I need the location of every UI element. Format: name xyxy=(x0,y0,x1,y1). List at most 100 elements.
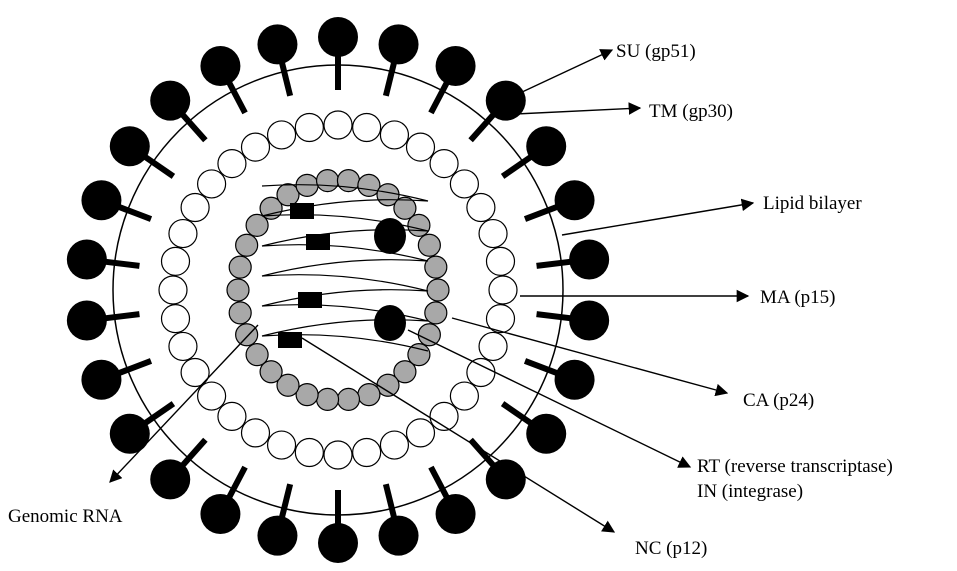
capsid-subunit-20 xyxy=(259,196,283,220)
spike-18 xyxy=(109,401,176,454)
spike-8 xyxy=(536,300,610,341)
matrix-subunit-25 xyxy=(240,132,271,162)
spike-17 xyxy=(150,437,208,500)
matrix-subunit-2 xyxy=(485,304,516,334)
matrix-subunit-27 xyxy=(294,112,324,143)
matrix-subunit-11 xyxy=(294,437,324,468)
matrix-subunit-26 xyxy=(266,120,297,150)
capsid-subunit-5 xyxy=(393,360,417,384)
spike-16 xyxy=(200,465,248,535)
spike-7 xyxy=(536,239,610,280)
matrix-subunit-29 xyxy=(352,112,382,143)
enzyme-square-1 xyxy=(290,203,314,219)
spike-13 xyxy=(378,483,419,556)
label-tm: TM (gp30) xyxy=(649,101,733,122)
spike-4 xyxy=(468,80,526,143)
matrix-subunit-34 xyxy=(466,192,496,223)
capsid-subunit-29 xyxy=(417,233,441,257)
spike-1 xyxy=(318,17,358,90)
label-su: SU (gp51) xyxy=(616,41,696,62)
spike-25 xyxy=(200,45,248,115)
capsid-subunit-21 xyxy=(276,183,300,207)
matrix-subunit-12 xyxy=(266,430,297,460)
matrix-subunit-32 xyxy=(429,149,459,179)
capsid-subunit-1 xyxy=(426,278,450,302)
matrix-subunit-10 xyxy=(323,440,353,470)
label-nc: NC (p12) xyxy=(635,538,708,559)
spike-15 xyxy=(257,483,298,556)
capsid-subunit-11 xyxy=(276,373,300,397)
enzyme-square-4 xyxy=(278,332,302,348)
capsid-subunit-28 xyxy=(407,213,431,237)
capsid-subunit-14 xyxy=(235,323,259,347)
label-genomic-rna: Genomic RNA xyxy=(8,506,123,527)
spike-2 xyxy=(378,24,419,97)
matrix-subunit-19 xyxy=(158,275,188,305)
capsid-subunit-15 xyxy=(228,301,252,325)
spike-23 xyxy=(109,126,176,179)
matrix-subunit-28 xyxy=(323,110,353,140)
capsid-subunit-7 xyxy=(357,383,381,407)
spike-3 xyxy=(428,45,476,115)
matrix-subunit-15 xyxy=(197,381,227,411)
matrix-subunit-4 xyxy=(466,357,496,388)
label-ma: MA (p15) xyxy=(760,287,836,308)
matrix-subunit-16 xyxy=(180,357,210,388)
spike-14 xyxy=(318,490,358,563)
arrow-su xyxy=(519,49,614,94)
matrix-subunit-9 xyxy=(352,437,382,468)
matrix-subunit-33 xyxy=(449,169,479,199)
genomic-rna-strand xyxy=(261,184,429,352)
matrix-subunit-21 xyxy=(168,218,198,249)
matrix-subunit-1 xyxy=(488,275,518,305)
matrix-subunit-13 xyxy=(240,418,271,448)
label-arrows xyxy=(109,49,755,533)
label-lipid-bilayer: Lipid bilayer xyxy=(763,193,862,214)
matrix-protein-ring xyxy=(158,110,518,470)
arrow-ca xyxy=(451,317,729,397)
spike-9 xyxy=(523,358,595,400)
matrix-subunit-7 xyxy=(405,418,436,448)
enzyme-square-3 xyxy=(298,292,322,308)
capsid-subunit-13 xyxy=(245,343,269,367)
arrow-nc xyxy=(301,337,616,533)
enzyme-square-2 xyxy=(306,234,330,250)
matrix-subunit-14 xyxy=(217,401,247,431)
capsid-subunit-3 xyxy=(417,323,441,347)
matrix-subunit-6 xyxy=(429,401,459,431)
spike-22 xyxy=(81,180,153,222)
arrow-tm xyxy=(494,102,642,116)
matrix-subunit-36 xyxy=(485,246,516,276)
capsid-subunit-9 xyxy=(315,387,340,411)
capsid-protein-ring xyxy=(226,169,450,411)
capsid-subunit-19 xyxy=(245,213,269,237)
capsid-subunit-4 xyxy=(407,343,431,367)
arrow-genomic-rna xyxy=(109,324,259,483)
matrix-subunit-24 xyxy=(217,149,247,179)
matrix-subunit-18 xyxy=(160,304,191,334)
reverse-transcriptase-blob-1 xyxy=(374,218,406,254)
spike-19 xyxy=(81,358,153,400)
envelope-glycoproteins xyxy=(66,17,610,563)
capsid-subunit-30 xyxy=(424,255,448,279)
capsid-subunit-2 xyxy=(424,301,448,325)
enzymes xyxy=(278,203,406,348)
label-ca: CA (p24) xyxy=(743,390,815,411)
matrix-subunit-17 xyxy=(168,331,198,362)
spike-26 xyxy=(257,24,298,97)
reverse-transcriptase-blob-2 xyxy=(374,305,406,341)
spike-6 xyxy=(523,180,595,222)
matrix-subunit-35 xyxy=(478,218,508,249)
matrix-subunit-5 xyxy=(449,381,479,411)
label-in: IN (integrase) xyxy=(697,481,804,502)
capsid-subunit-23 xyxy=(315,169,340,193)
spike-12 xyxy=(428,465,476,535)
capsid-subunit-25 xyxy=(357,173,381,197)
capsid-subunit-8 xyxy=(336,387,361,411)
matrix-subunit-20 xyxy=(160,246,191,276)
arrow-lipid xyxy=(561,198,755,236)
spike-20 xyxy=(66,300,140,341)
spike-11 xyxy=(468,437,526,500)
